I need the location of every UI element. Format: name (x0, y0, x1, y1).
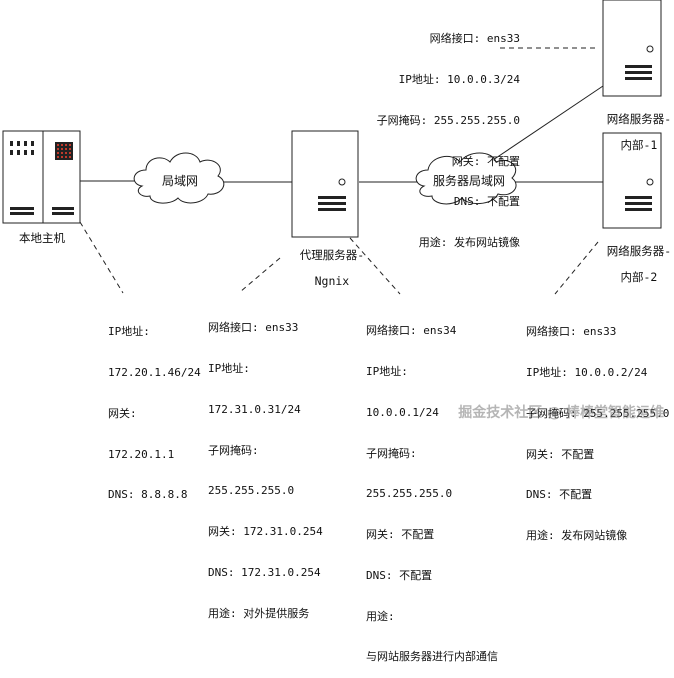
info-line: 用途: 发布网站镜像 (526, 529, 628, 543)
info-line: IP地址: 10.0.0.3/24 (398, 72, 520, 86)
server-lan-cloud-label: 服务器局域网 (432, 174, 505, 188)
leader-host (79, 221, 124, 294)
web-server-1-label-line1: 网络服务器- (606, 112, 672, 126)
info-line: 172.20.1.46/24 (108, 365, 201, 379)
local-host-icon (2, 130, 81, 224)
link-serverlan-web1 (489, 85, 604, 163)
info-line: 用途: 对外提供服务 (208, 606, 310, 620)
info-line: 172.20.1.1 (108, 447, 175, 461)
network-diagram (2, 0, 662, 295)
info-line: IP地址: (108, 325, 150, 339)
info-line: 用途: (366, 609, 395, 623)
leader-web2 (554, 241, 599, 295)
lan-cloud-icon (133, 152, 225, 204)
server-lan-cloud-icon (415, 152, 517, 205)
info-line: 255.255.255.0 (208, 484, 295, 498)
leader-proxy-ens34 (349, 237, 401, 295)
info-line: 网络接口: ens34 (366, 324, 457, 338)
proxy-server-label: 代理服务器- Ngnix (278, 236, 372, 288)
info-line: 10.0.0.1/24 (366, 405, 439, 419)
info-line: 172.31.0.31/24 (208, 402, 301, 416)
info-line: DNS: 不配置 (366, 568, 433, 582)
web-server-1-info: 网络接口: ens33 IP地址: 10.0.0.3/24 子网掩码: 255.… (372, 5, 520, 263)
info-line: 网关: 不配置 (451, 154, 520, 168)
leader-proxy-ens33 (239, 257, 281, 293)
info-line: 子网掩码: 255.255.255.0 (376, 113, 520, 127)
proxy-server-label-line2: Ngnix (314, 274, 350, 288)
web-server-2-label-line2: 内部-2 (620, 270, 658, 284)
web-server-2-info: 网络接口: ens33 IP地址: 10.0.0.2/24 子网掩码: 255.… (526, 298, 669, 556)
local-host-label: 本地主机 (19, 231, 65, 245)
info-line: 网关: 不配置 (526, 447, 595, 461)
info-line: 网络接口: ens33 (429, 32, 520, 46)
info-line: 子网掩码: (366, 446, 417, 460)
info-line: DNS: 172.31.0.254 (208, 565, 321, 579)
info-line: IP地址: (208, 361, 250, 375)
lan-cloud-label: 局域网 (161, 174, 198, 188)
proxy-server-label-line1: 代理服务器- (299, 248, 365, 262)
local-host-info: IP地址: 172.20.1.46/24 网关: 172.20.1.1 DNS:… (108, 298, 201, 516)
info-line: 与网站服务器进行内部通信 (366, 650, 498, 664)
web-server-1-label: 网络服务器- 内部-1 (592, 100, 672, 152)
info-line: 网关: 172.31.0.254 (208, 525, 323, 539)
info-line: IP地址: 10.0.0.2/24 (526, 365, 648, 379)
info-line: DNS: 不配置 (453, 195, 520, 209)
info-line: 用途: 发布网站镜像 (418, 236, 520, 250)
info-line: 网络接口: ens33 (526, 325, 617, 339)
info-line: IP地址: (366, 364, 408, 378)
info-line: 网络接口: ens33 (208, 321, 299, 335)
proxy-ens33-info: 网络接口: ens33 IP地址: 172.31.0.31/24 子网掩码: 2… (208, 294, 323, 634)
watermark: 掘金技术社区 @ 棒棒堂智能运维 (458, 405, 664, 421)
info-line: 子网掩码: (208, 443, 259, 457)
proxy-server-icon (291, 130, 359, 238)
web-server-1-label-line2: 内部-1 (620, 138, 658, 152)
info-line: 网关: 不配置 (366, 528, 435, 542)
web-server-2-icon (602, 132, 662, 229)
info-line: 网关: (108, 406, 137, 420)
info-line: DNS: 8.8.8.8 (108, 488, 188, 502)
info-line: 255.255.255.0 (366, 487, 453, 501)
web-server-2-label: 网络服务器- 内部-2 (592, 232, 672, 284)
info-line: DNS: 不配置 (526, 488, 593, 502)
web-server-2-label-line1: 网络服务器- (606, 244, 672, 258)
info-line: 子网掩码: 255.255.255.0 (526, 406, 670, 420)
web-server-1-icon (602, 0, 662, 97)
proxy-ens34-info: 网络接口: ens34 IP地址: 10.0.0.1/24 子网掩码: 255.… (366, 297, 498, 678)
